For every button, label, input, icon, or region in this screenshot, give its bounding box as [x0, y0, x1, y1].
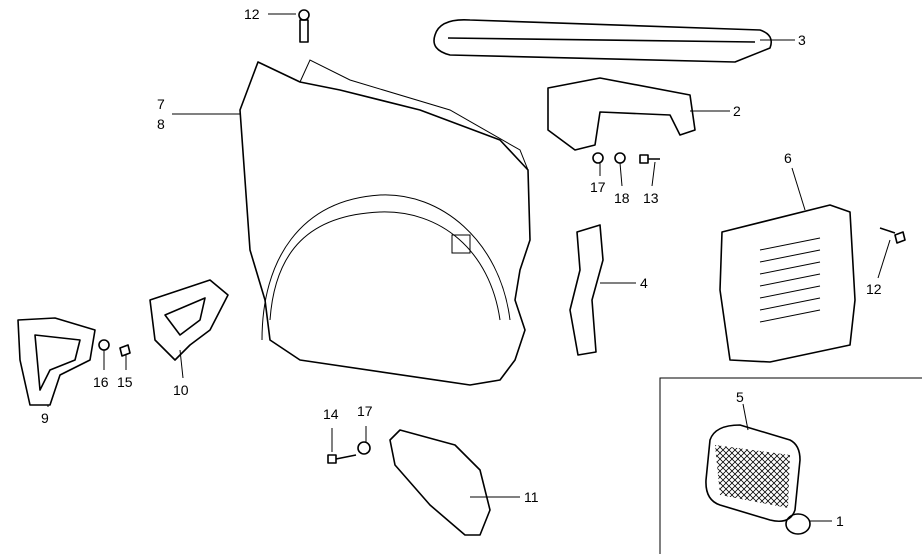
- mud-guard-part: [17, 317, 96, 406]
- fender-part: [239, 59, 531, 386]
- callout-7: 7: [157, 96, 165, 112]
- callout-1: 1: [836, 513, 844, 529]
- callout-12: 12: [866, 281, 882, 297]
- bracket-part: [547, 77, 696, 151]
- callout-17: 17: [590, 179, 606, 195]
- callout-9: 9: [41, 410, 49, 426]
- callout-12: 12: [244, 6, 260, 22]
- callout-15: 15: [117, 374, 133, 390]
- callout-18: 18: [614, 190, 630, 206]
- callout-13: 13: [643, 190, 659, 206]
- cap-part: [785, 513, 811, 535]
- fender-brace-part: [569, 224, 604, 356]
- callout-8: 8: [157, 116, 165, 132]
- weatherstrip-part: [433, 18, 773, 63]
- cover-plate-part: [719, 204, 856, 363]
- callout-2: 2: [733, 103, 741, 119]
- callout-5: 5: [736, 389, 744, 405]
- inset-frame: [659, 377, 922, 554]
- callout-17: 17: [357, 403, 373, 419]
- grille-part: [705, 424, 801, 523]
- flap-part: [389, 429, 491, 536]
- callout-4: 4: [640, 275, 648, 291]
- callout-16: 16: [93, 374, 109, 390]
- callout-3: 3: [798, 32, 806, 48]
- callout-10: 10: [173, 382, 189, 398]
- callout-6: 6: [784, 150, 792, 166]
- fasteners: [98, 9, 906, 464]
- callout-14: 14: [323, 406, 339, 422]
- splash-shield-part: [149, 279, 229, 361]
- callout-11: 11: [524, 489, 539, 505]
